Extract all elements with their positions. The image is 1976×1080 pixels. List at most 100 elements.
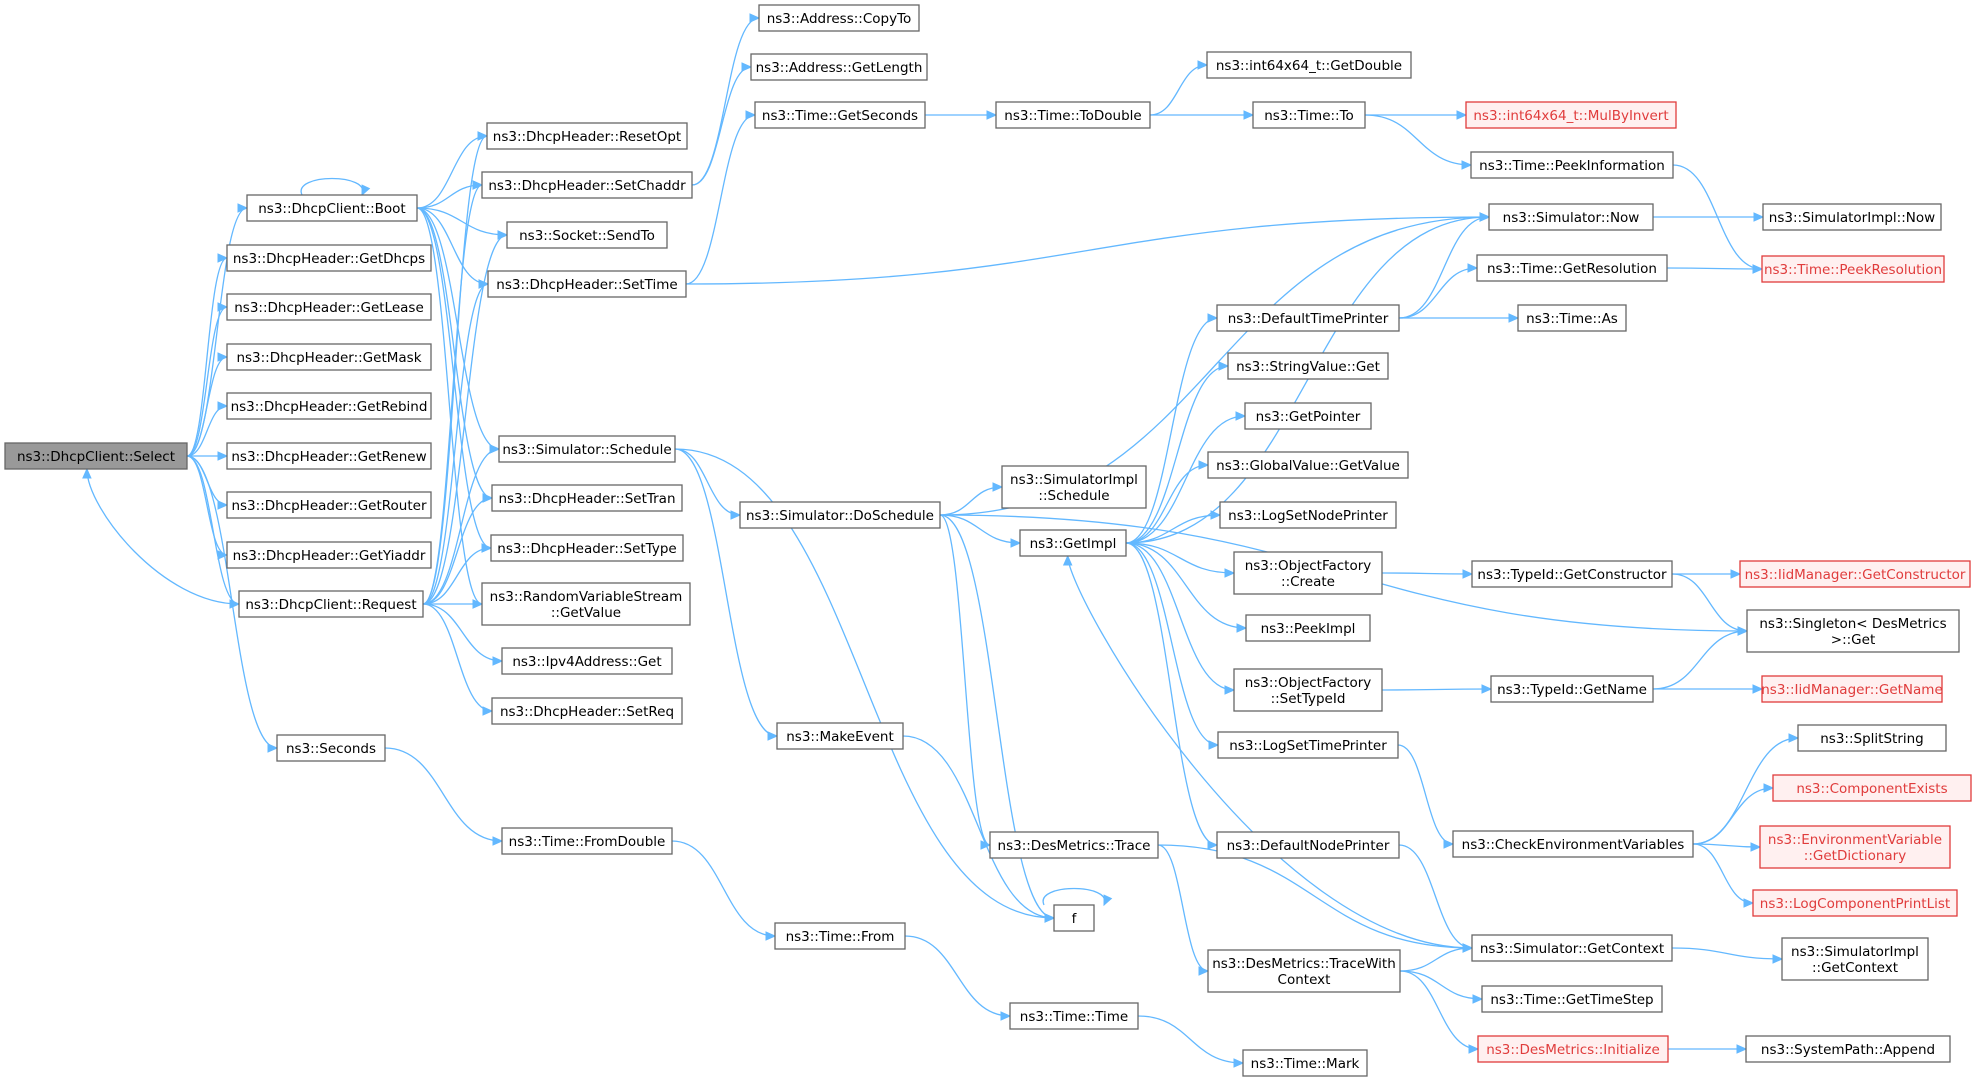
node-simimplgetcontext[interactable]: ns3::SimulatorImpl::GetContext	[1781, 937, 1929, 981]
node-box	[501, 827, 673, 855]
node-settype[interactable]: ns3::DhcpHeader::SetType	[490, 534, 684, 562]
node-simimplnow[interactable]: ns3::SimulatorImpl::Now	[1762, 203, 1942, 231]
node-simnow[interactable]: ns3::Simulator::Now	[1488, 203, 1654, 231]
node-getpointer[interactable]: ns3::GetPointer	[1244, 402, 1372, 430]
node-peekimpl[interactable]: ns3::PeekImpl	[1245, 614, 1371, 642]
node-todouble[interactable]: ns3::Time::ToDouble	[995, 101, 1151, 129]
edge-f-to-f	[1042, 887, 1106, 906]
node-resetopt[interactable]: ns3::DhcpHeader::ResetOpt	[486, 122, 688, 150]
node-getyiaddr[interactable]: ns3::DhcpHeader::GetYiaddr	[226, 541, 432, 569]
node-logsettimeprinter[interactable]: ns3::LogSetTimePrinter	[1217, 731, 1399, 759]
node-label: ns3::DhcpHeader::GetMask	[236, 350, 421, 366]
node-label: ns3::Time::ToDouble	[1004, 108, 1141, 124]
node-getrenew[interactable]: ns3::DhcpHeader::GetRenew	[226, 442, 432, 470]
node-desmetricstrace[interactable]: ns3::DesMetrics::Trace	[989, 831, 1159, 859]
arrowhead	[1788, 733, 1800, 743]
node-seconds[interactable]: ns3::Seconds	[276, 734, 386, 762]
node-label: ns3::Time::FromDouble	[509, 834, 666, 850]
node-request[interactable]: ns3::DhcpClient::Request	[238, 590, 424, 618]
node-doschedule[interactable]: ns3::Simulator::DoSchedule	[739, 501, 941, 529]
node-gettimestep[interactable]: ns3::Time::GetTimeStep	[1481, 985, 1663, 1013]
node-settran[interactable]: ns3::DhcpHeader::SetTran	[491, 484, 683, 512]
node-simgetcontext[interactable]: ns3::Simulator::GetContext	[1471, 934, 1673, 962]
edge-doschedule-to-desmetricstrace	[939, 514, 991, 846]
node-box	[481, 582, 691, 626]
arrowhead	[1730, 569, 1742, 579]
node-peekinformation[interactable]: ns3::Time::PeekInformation	[1470, 151, 1674, 179]
node-timeas[interactable]: ns3::Time::As	[1517, 304, 1627, 332]
edge-doschedule-to-f	[939, 514, 1055, 919]
node-envgetdict[interactable]: ns3::EnvironmentVariable::GetDictionary	[1759, 825, 1951, 869]
node-getresolution[interactable]: ns3::Time::GetResolution	[1476, 254, 1668, 282]
node-getseconds[interactable]: ns3::Time::GetSeconds	[754, 101, 926, 129]
node-timetime[interactable]: ns3::Time::Time	[1009, 1002, 1139, 1030]
node-label: ns3::DhcpHeader::GetRouter	[231, 498, 426, 514]
node-iidgetname[interactable]: ns3::IidManager::GetName	[1761, 675, 1943, 703]
node-rvsgetvalue[interactable]: ns3::RandomVariableStream::GetValue	[481, 582, 691, 626]
edge-getimpl-to-peekimpl	[1125, 542, 1247, 629]
node-componentexists[interactable]: ns3::ComponentExists	[1772, 774, 1972, 802]
node-setchaddr[interactable]: ns3::DhcpHeader::SetChaddr	[481, 171, 693, 199]
node-simimplschedule[interactable]: ns3::SimulatorImpl::Schedule	[1001, 465, 1147, 509]
node-mulbyinvert[interactable]: ns3::int64x64_t::MulByInvert	[1465, 101, 1677, 129]
edge-settime-to-getseconds	[685, 114, 756, 285]
edge-schedule-to-f	[674, 448, 1055, 919]
node-makeevent[interactable]: ns3::MakeEvent	[776, 722, 904, 750]
node-getlength[interactable]: ns3::Address::GetLength	[750, 53, 928, 81]
node-label: ns3::DhcpHeader::GetYiaddr	[233, 548, 426, 564]
node-timeto[interactable]: ns3::Time::To	[1252, 101, 1366, 129]
edge-checkenv-to-componentexists	[1692, 787, 1774, 845]
node-objfactorysettypeid[interactable]: ns3::ObjectFactory::SetTypeId	[1233, 668, 1383, 712]
node-label: ::Schedule	[1038, 488, 1109, 504]
node-getmask[interactable]: ns3::DhcpHeader::GetMask	[226, 343, 432, 371]
node-desmetricsinit[interactable]: ns3::DesMetrics::Initialize	[1477, 1035, 1669, 1063]
node-systempathappend[interactable]: ns3::SystemPath::Append	[1745, 1035, 1951, 1063]
node-getrebind[interactable]: ns3::DhcpHeader::GetRebind	[226, 392, 432, 420]
edge-tracewithcontext-to-desmetricsinit	[1399, 970, 1479, 1050]
arrowhead	[992, 482, 1004, 492]
node-checkenv[interactable]: ns3::CheckEnvironmentVariables	[1452, 830, 1694, 858]
node-boot[interactable]: ns3::DhcpClient::Boot	[246, 194, 418, 222]
node-globalvalueget[interactable]: ns3::GlobalValue::GetValue	[1207, 451, 1409, 479]
node-settime[interactable]: ns3::DhcpHeader::SetTime	[487, 270, 687, 298]
node-label: ns3::TypeId::GetName	[1497, 682, 1647, 698]
node-f[interactable]: f	[1053, 904, 1095, 932]
node-setreq[interactable]: ns3::DhcpHeader::SetReq	[491, 697, 683, 725]
node-ipv4get[interactable]: ns3::Ipv4Address::Get	[501, 647, 673, 675]
node-peekresolution[interactable]: ns3::Time::PeekResolution	[1761, 255, 1945, 283]
node-select[interactable]: ns3::DhcpClient::Select	[4, 442, 188, 470]
node-schedule[interactable]: ns3::Simulator::Schedule	[498, 435, 676, 463]
edge-boot-to-boot	[300, 177, 364, 196]
node-timemark[interactable]: ns3::Time::Mark	[1242, 1049, 1368, 1077]
node-singletonget[interactable]: ns3::Singleton< DesMetrics >::Get	[1746, 609, 1960, 653]
node-defaulttimeprinter[interactable]: ns3::DefaultTimePrinter	[1216, 304, 1400, 332]
arrowhead	[1772, 954, 1784, 964]
edge-select-to-getdhcps	[186, 257, 228, 457]
node-logsetnodeprinter[interactable]: ns3::LogSetNodePrinter	[1219, 501, 1397, 529]
node-fromdouble[interactable]: ns3::Time::FromDouble	[501, 827, 673, 855]
node-iidgetconstructor[interactable]: ns3::IidManager::GetConstructor	[1739, 560, 1971, 588]
node-timefrom[interactable]: ns3::Time::From	[774, 922, 906, 950]
edge-objfactorycreate-to-getconstructor	[1381, 572, 1473, 575]
node-objfactorycreate[interactable]: ns3::ObjectFactory::Create	[1233, 551, 1383, 595]
node-getconstructor[interactable]: ns3::TypeId::GetConstructor	[1471, 560, 1673, 588]
node-stringvalueget[interactable]: ns3::StringValue::Get	[1227, 352, 1389, 380]
edge-boot-to-sendto	[416, 207, 508, 236]
node-sendto[interactable]: ns3::Socket::SendTo	[506, 221, 668, 249]
arrowhead	[217, 302, 229, 312]
node-getdhcps[interactable]: ns3::DhcpHeader::GetDhcps	[226, 244, 432, 272]
arrowhead	[1197, 60, 1209, 70]
node-defaultnodeprinter[interactable]: ns3::DefaultNodePrinter	[1216, 831, 1400, 859]
node-int64getdouble[interactable]: ns3::int64x64_t::GetDouble	[1206, 51, 1412, 79]
node-copyto[interactable]: ns3::Address::CopyTo	[758, 4, 920, 32]
node-getrouter[interactable]: ns3::DhcpHeader::GetRouter	[226, 491, 432, 519]
node-splitstring[interactable]: ns3::SplitString	[1797, 724, 1947, 752]
node-logcomponentprintlist[interactable]: ns3::LogComponentPrintList	[1752, 889, 1958, 917]
node-typeidgetname[interactable]: ns3::TypeId::GetName	[1490, 675, 1654, 703]
edge-seconds-to-fromdouble	[384, 747, 503, 842]
node-label: ns3::Address::GetLength	[756, 60, 923, 76]
node-getlease[interactable]: ns3::DhcpHeader::GetLease	[226, 293, 432, 321]
node-label: ns3::Time::PeekResolution	[1764, 262, 1942, 278]
node-getimpl[interactable]: ns3::GetImpl	[1019, 529, 1127, 557]
